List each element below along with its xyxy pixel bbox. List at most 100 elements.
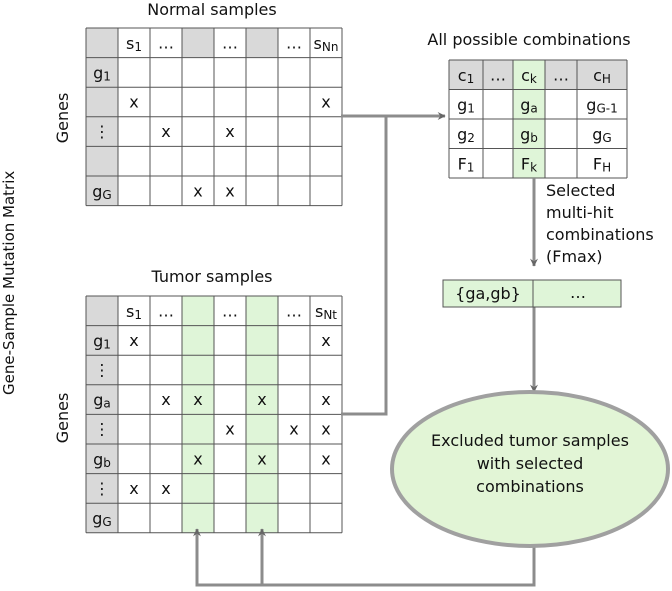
row-label-bg: [86, 325, 118, 356]
row-label-bg: [86, 384, 118, 415]
matrix-cell: x: [321, 390, 330, 409]
matrix-cell: x: [161, 122, 170, 141]
combinations-table: c1 … ck … cH g1 ga gG-1 g2 gb gG F1 Fk FH: [448, 59, 628, 179]
normal-samples-title: Normal samples: [147, 0, 276, 19]
header-cell-bg: [118, 296, 150, 326]
header-cell: …: [222, 33, 238, 52]
tumor-genes-label: Genes: [53, 393, 72, 444]
header-cell-bg: [150, 296, 182, 326]
header-cell: s1: [126, 33, 142, 54]
excluded-line-1: Excluded tumor samples: [431, 431, 629, 450]
matrix-cell: x: [193, 390, 202, 409]
header-cell: …: [158, 301, 174, 320]
header-cell-bg: [86, 296, 118, 326]
matrix-cell: x: [257, 390, 266, 409]
tumor-samples-title: Tumor samples: [150, 267, 272, 286]
combos-header-cell: …: [553, 65, 569, 84]
matrix-cell: x: [257, 449, 266, 468]
row-label-bg: [86, 473, 118, 504]
header-cell: …: [158, 33, 174, 52]
row-label-bg: [86, 414, 118, 444]
row-label-bg: [86, 503, 118, 533]
combos-header-cell: …: [490, 65, 506, 84]
row-label-bg: [86, 146, 118, 176]
row-label: ⋮: [94, 122, 110, 141]
row-label: gG: [92, 509, 111, 530]
excluded-to-tumor-feedback: [193, 528, 536, 587]
header-cell: …: [222, 301, 238, 320]
matrix-cell: x: [225, 181, 234, 200]
matrix-cell: x: [161, 479, 170, 498]
matrix-cell: x: [321, 93, 330, 112]
combos-cell: g1: [457, 95, 475, 116]
combos-cell: gb: [520, 124, 538, 145]
row-label: g1: [93, 63, 111, 84]
selected-combination-ellipsis: …: [570, 283, 586, 302]
row-label: gG: [92, 181, 111, 202]
selected-label-line-4: (Fmax): [546, 247, 603, 266]
excluded-samples-node: Excluded tumor samples with selected com…: [390, 390, 670, 548]
row-label: ⋮: [94, 361, 110, 380]
matrix-cell: x: [289, 420, 298, 439]
header-cell-bg: [214, 296, 246, 326]
combos-cell: g2: [457, 124, 475, 145]
row-label-bg: [86, 87, 118, 117]
matrix-cell: x: [193, 449, 202, 468]
row-label-bg: [86, 355, 118, 385]
selected-label-line-3: combinations: [546, 225, 654, 244]
row-label-bg: [86, 57, 118, 88]
header-cell: sNn: [314, 33, 339, 54]
matrix-cell: x: [129, 479, 138, 498]
header-cell-bg: [310, 28, 342, 58]
row-label: gb: [93, 449, 111, 470]
tumor-to-combos-connector: [341, 116, 388, 416]
selected-label-line-2: multi-hit: [546, 203, 614, 222]
header-cell-bg: [246, 28, 278, 58]
header-cell: s1: [126, 301, 142, 322]
header-cell-bg: [150, 28, 182, 58]
header-cell: …: [286, 301, 302, 320]
header-cell-bg: [118, 28, 150, 58]
matrix-cell: x: [161, 390, 170, 409]
matrix-cell: x: [321, 331, 330, 350]
combos-cell: gG: [592, 124, 611, 145]
row-label: ⋮: [94, 479, 110, 498]
selected-combinations-label: Selected multi-hit combinations (Fmax): [546, 181, 659, 266]
header-cell-bg: [278, 28, 310, 58]
selected-label-line-1: Selected: [546, 181, 615, 200]
excluded-line-2: with selected: [477, 454, 584, 473]
matrix-cell: x: [321, 420, 330, 439]
combos-header-cell: ck: [521, 65, 537, 86]
matrix-cell: x: [193, 181, 202, 200]
header-cell-bg: [182, 28, 214, 58]
selected-combination-pair: {ga,gb}: [455, 284, 521, 303]
combinations-title: All possible combinations: [427, 30, 630, 49]
combos-cell: ga: [520, 95, 538, 116]
header-cell-bg: [214, 28, 246, 58]
header-cell-bg: [278, 296, 310, 326]
combos-cell: F1: [458, 154, 475, 175]
normal-genes-label: Genes: [53, 93, 72, 144]
row-label-bg: [86, 176, 118, 206]
header-cell: …: [286, 33, 302, 52]
header-cell-bg: [86, 28, 118, 58]
combos-cell: FH: [593, 154, 611, 175]
combos-header-cell: cH: [593, 65, 611, 86]
matrix-cell: x: [321, 449, 330, 468]
combos-header-cell: c1: [458, 65, 474, 86]
combos-cell: Fk: [521, 154, 537, 175]
side-title: Gene-Sample Mutation Matrix: [0, 171, 18, 395]
row-label-bg: [86, 444, 118, 474]
matrix-cell: x: [129, 93, 138, 112]
row-label: ga: [93, 390, 111, 411]
connectors: [193, 112, 538, 587]
header-cell-bg: [310, 296, 342, 326]
row-label: g1: [93, 331, 111, 352]
row-label-bg: [86, 116, 118, 147]
matrix-cell: x: [225, 420, 234, 439]
excluded-line-3: combinations: [476, 477, 584, 496]
combos-cell: gG-1: [586, 95, 617, 116]
